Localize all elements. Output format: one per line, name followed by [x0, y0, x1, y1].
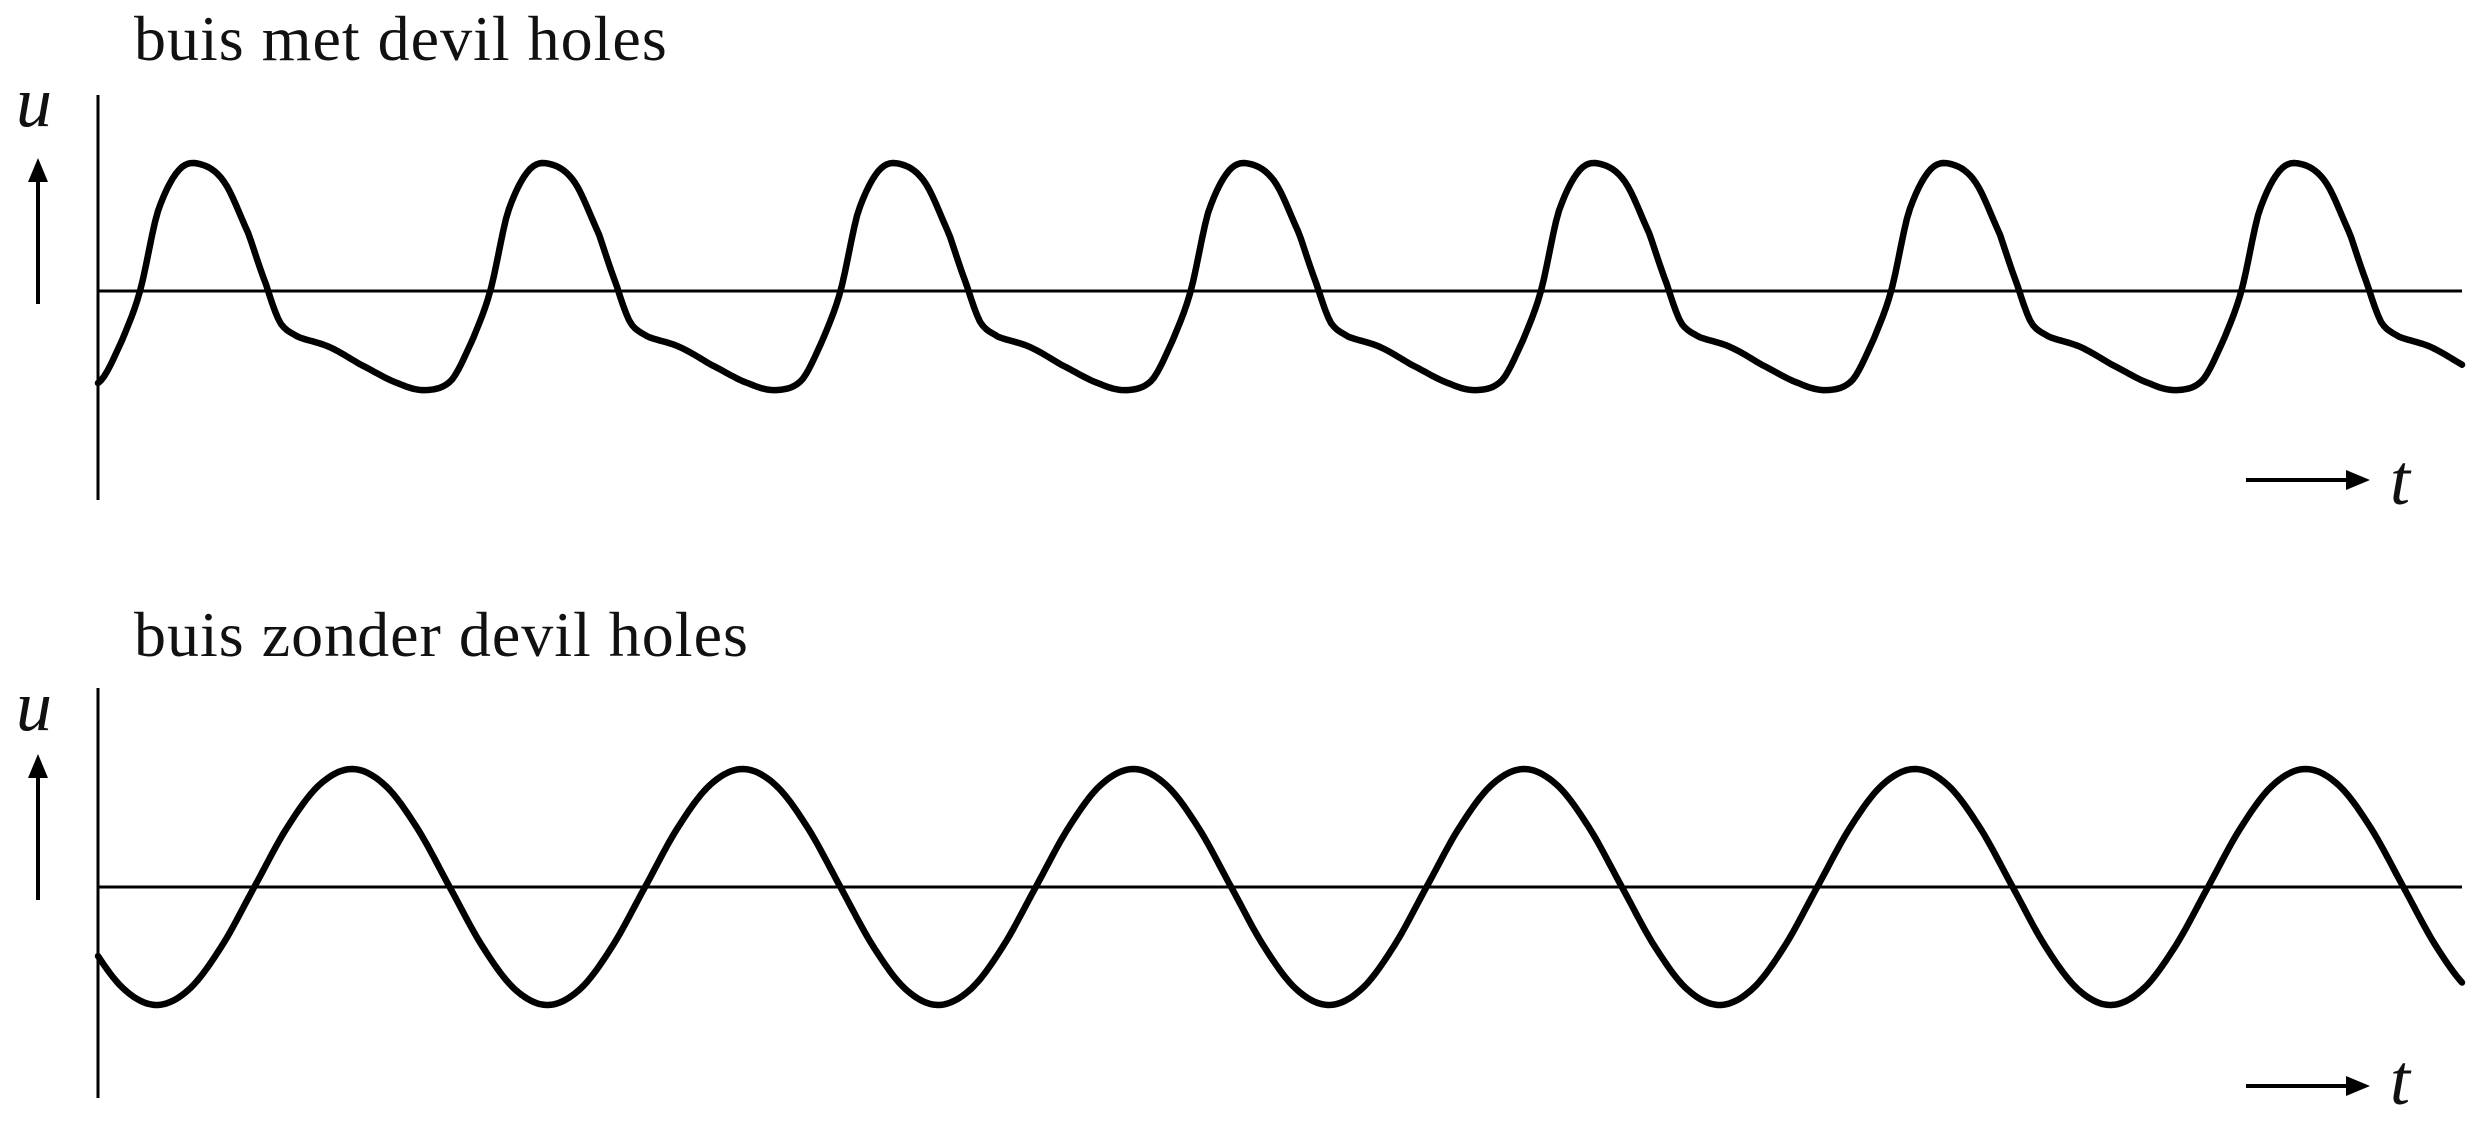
- x-axis-label-t-top: t: [2390, 440, 2411, 520]
- u-axis-arrowhead-icon: [28, 158, 48, 182]
- chart-title-met-devil-holes: buis met devil holes: [134, 3, 668, 74]
- waveform-curve: [94, 765, 2466, 1009]
- chart-title-zonder-devil-holes: buis zonder devil holes: [134, 599, 749, 670]
- u-axis-arrowhead-icon: [28, 754, 48, 778]
- y-axis-label-u-top: u: [16, 62, 52, 142]
- waveform-curve: [94, 159, 2466, 394]
- y-axis-label-u-bottom: u: [16, 666, 52, 746]
- t-axis-arrowhead-icon: [2346, 470, 2370, 490]
- x-axis-label-t-bottom: t: [2390, 1040, 2411, 1120]
- t-axis-arrowhead-icon: [2346, 1076, 2370, 1096]
